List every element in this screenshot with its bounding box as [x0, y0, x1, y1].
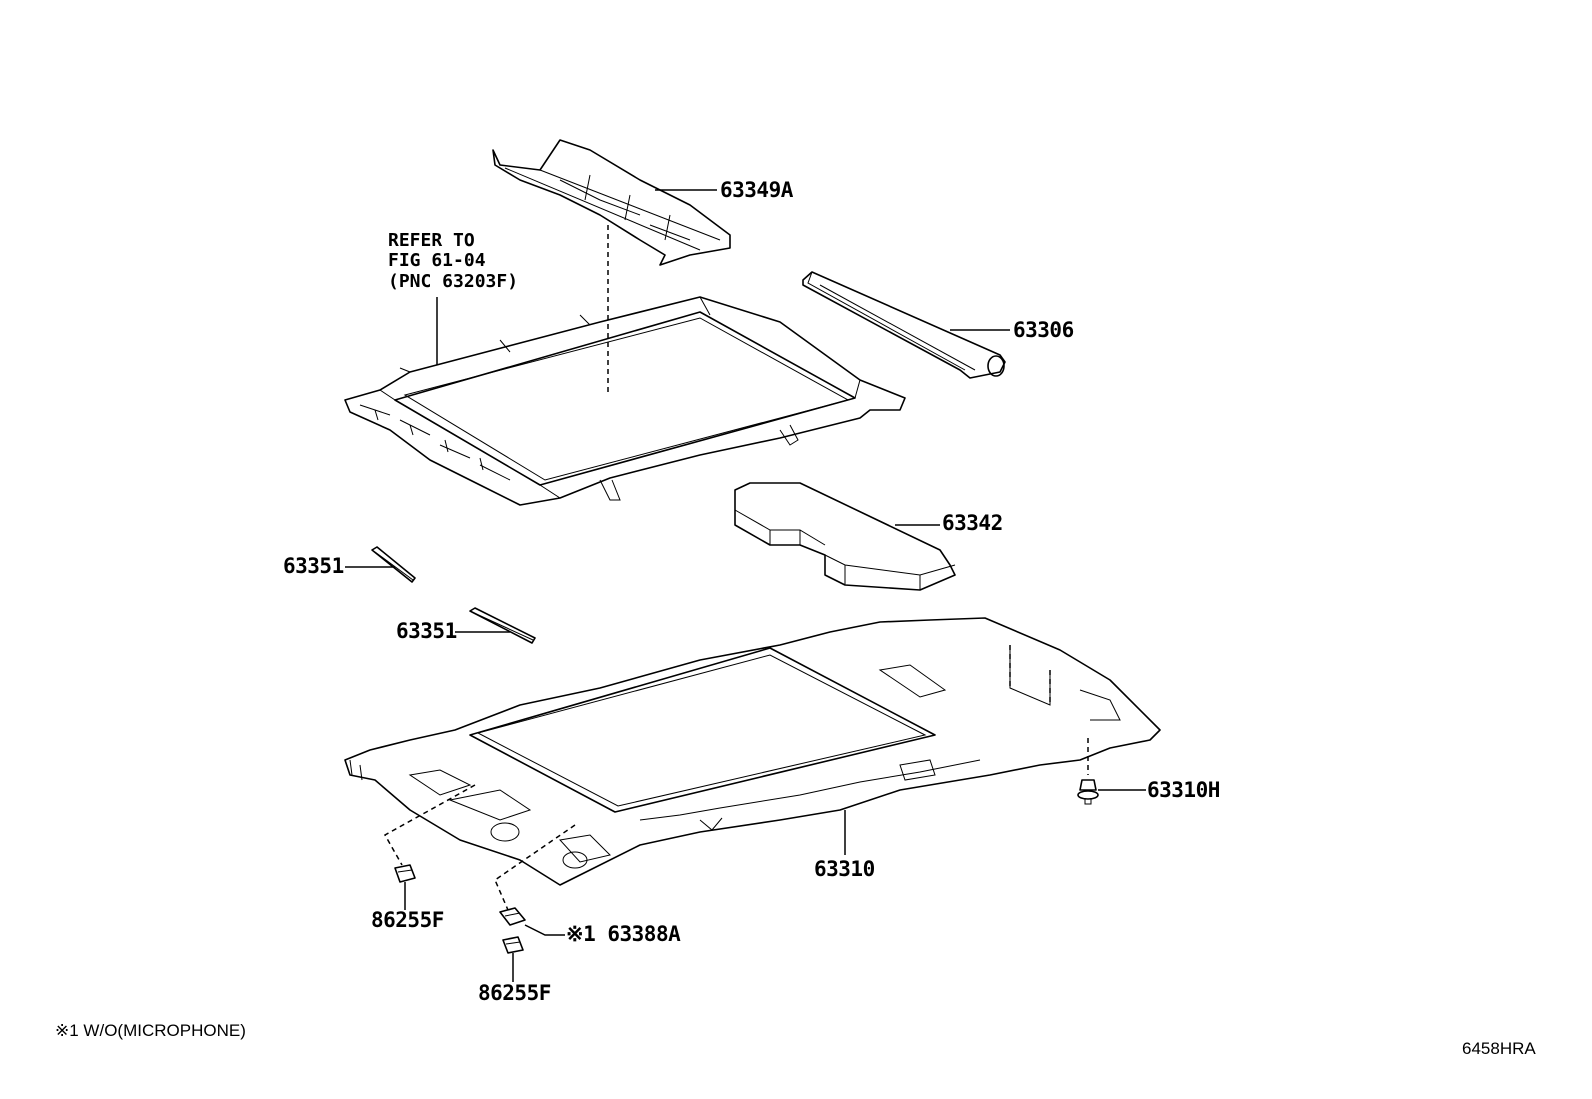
part-86255F-bottom-clip	[502, 936, 524, 954]
callout-86255F-bottom: 86255F	[478, 981, 551, 1005]
callout-63351-upper: 63351	[283, 554, 344, 578]
part-63310-headliner	[344, 617, 1161, 886]
callout-63351-lower: 63351	[396, 619, 457, 643]
figure-code: 6458HRA	[1462, 1039, 1536, 1058]
reference-note-line2: FIG 61-04	[388, 250, 486, 271]
callout-63310H: 63310H	[1147, 778, 1220, 802]
part-63351-lower-strip	[469, 607, 536, 644]
callout-86255F-left: 86255F	[371, 908, 444, 932]
reference-note-line3: (PNC 63203F)	[388, 271, 518, 292]
callout-63310: 63310	[814, 857, 875, 881]
callout-63342: 63342	[942, 511, 1003, 535]
part-63310H-clip	[1077, 779, 1099, 805]
callout-63388A: ※1 63388A	[566, 922, 681, 946]
callout-63306: 63306	[1013, 318, 1074, 342]
part-63342-silencer-pad	[734, 482, 956, 591]
part-86255F-left-clip	[394, 864, 416, 883]
reference-note-line1: REFER TO	[388, 230, 475, 251]
footnote: ※1 W/O(MICROPHONE)	[55, 1021, 246, 1040]
part-63388A-bracket	[499, 907, 526, 926]
callout-63349A: 63349A	[720, 178, 794, 202]
part-63351-upper-strip	[371, 546, 416, 583]
part-63349A-front-header-trim	[492, 139, 731, 266]
alignment-line-63388A	[494, 824, 576, 911]
sunroof-frame-assembly	[344, 296, 906, 506]
leader-63388A	[524, 924, 565, 936]
part-63306-sunshade	[802, 271, 1006, 379]
alignment-line-86255F-left	[383, 784, 476, 866]
